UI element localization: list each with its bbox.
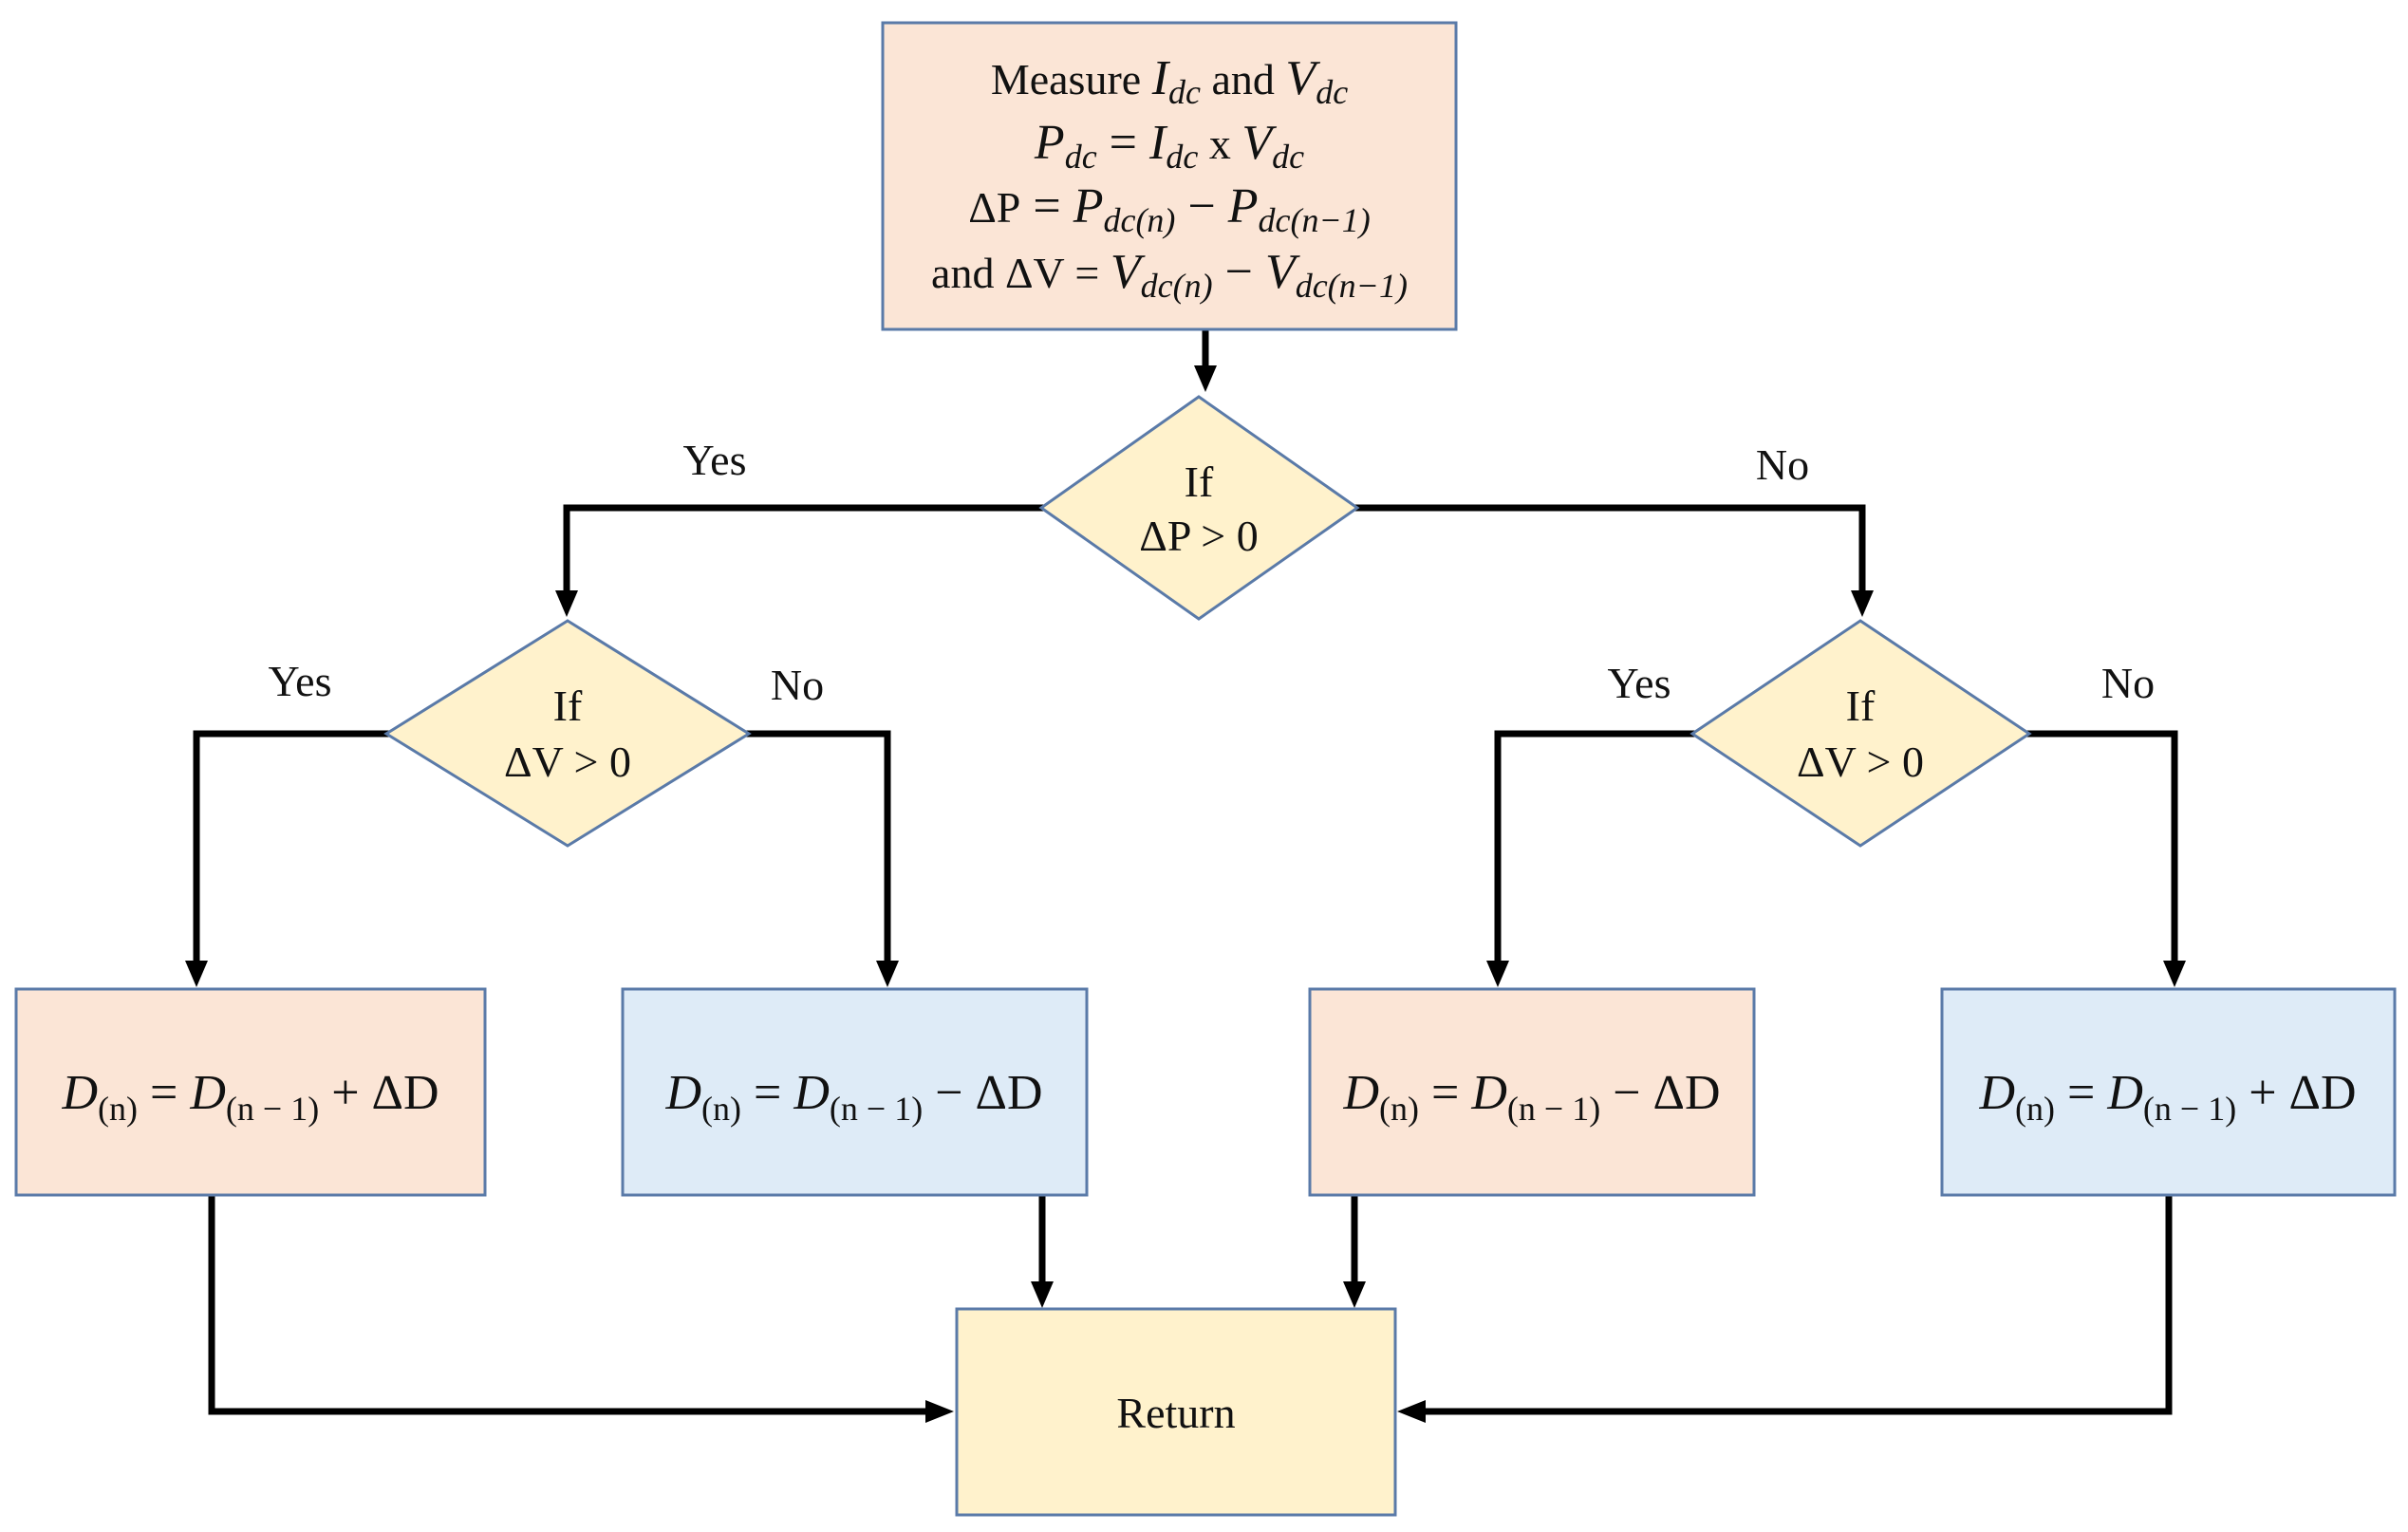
decision-delta-v-left: If ΔV > 0: [383, 619, 752, 848]
decision-delta-v-left-line-1: If: [553, 682, 583, 730]
start-line-2: Pdc = Idc x Vdc: [1034, 116, 1304, 176]
start-line-4: and ΔV = Vdc(n) − Vdc(n−1): [931, 245, 1408, 305]
label-left-yes: Yes: [269, 657, 332, 705]
decision-delta-p: If ΔP > 0: [1038, 395, 1360, 621]
arrowhead: [1486, 961, 1509, 987]
decision-delta-v-right-line-2: ΔV > 0: [1797, 738, 1924, 786]
arrowhead: [185, 961, 208, 987]
connectors: [185, 326, 2186, 1423]
decision-delta-v-right-line-1: If: [1846, 682, 1876, 730]
action-box-3-rect: [1308, 987, 1756, 1197]
arrowhead: [925, 1400, 954, 1423]
action-box-1: D(n) = D(n − 1) + ΔD: [14, 987, 487, 1197]
connector-top-yes: [563, 504, 1045, 592]
action-box-1-rect: [14, 987, 487, 1197]
arrowhead: [1397, 1400, 1426, 1423]
action-box-1-equation: D(n) = D(n − 1) + ΔD: [61, 1066, 439, 1128]
action-box-3-equation: D(n) = D(n − 1) − ΔD: [1342, 1066, 1720, 1128]
label-left-no: No: [771, 661, 824, 709]
action-box-4-equation: D(n) = D(n − 1) + ΔD: [1978, 1066, 2356, 1128]
decision-delta-v-right: If ΔV > 0: [1689, 619, 2032, 848]
label-right-yes: Yes: [1608, 659, 1671, 707]
decision-delta-p-line-1: If: [1185, 458, 1214, 506]
return-box: Return: [955, 1307, 1397, 1517]
arrowhead: [2163, 961, 2186, 987]
branch-labels: Yes No Yes No Yes No: [269, 436, 2156, 709]
decision-delta-p-shape: [1038, 395, 1360, 621]
action-box-2-equation: D(n) = D(n − 1) − ΔD: [664, 1066, 1042, 1128]
start-line-1: Measure Idc and Vdc: [991, 51, 1348, 111]
arrowhead: [555, 590, 578, 617]
label-top-no: No: [1756, 440, 1809, 489]
connector-right-yes: [1494, 730, 1696, 964]
decision-delta-v-left-line-2: ΔV > 0: [504, 738, 631, 786]
decision-delta-v-left-shape: [383, 619, 752, 848]
start-box: Measure Idc and Vdc Pdc = Idc x Vdc ΔP =…: [881, 21, 1458, 331]
label-right-no: No: [2101, 659, 2155, 707]
start-line-3: ΔP = Pdc(n) − Pdc(n−1): [968, 179, 1371, 239]
decision-delta-v-right-shape: [1689, 619, 2032, 848]
action-box-4-rect: [1940, 987, 2397, 1197]
connector-left-yes: [193, 730, 390, 964]
arrowhead: [1194, 365, 1217, 392]
action-box-3: D(n) = D(n − 1) − ΔD: [1308, 987, 1756, 1197]
connector-left-no: [745, 730, 891, 964]
decision-delta-p-line-2: ΔP > 0: [1139, 512, 1258, 560]
connector-right-no: [2025, 730, 2178, 964]
label-top-yes: Yes: [683, 436, 747, 484]
start-box-rect: [881, 21, 1458, 331]
action-box-4: D(n) = D(n − 1) + ΔD: [1940, 987, 2397, 1197]
connector-top-no: [1353, 504, 1866, 592]
return-label: Return: [1116, 1389, 1235, 1437]
return-box-rect: [955, 1307, 1397, 1517]
arrowhead: [1851, 590, 1874, 617]
action-box-2: D(n) = D(n − 1) − ΔD: [621, 987, 1089, 1197]
arrowhead: [1031, 1281, 1054, 1308]
arrowhead: [1343, 1281, 1366, 1308]
connector-action4-to-return: [1422, 1191, 2173, 1415]
connector-action1-to-return: [208, 1191, 929, 1415]
arrowhead: [876, 961, 899, 987]
action-box-2-rect: [621, 987, 1089, 1197]
